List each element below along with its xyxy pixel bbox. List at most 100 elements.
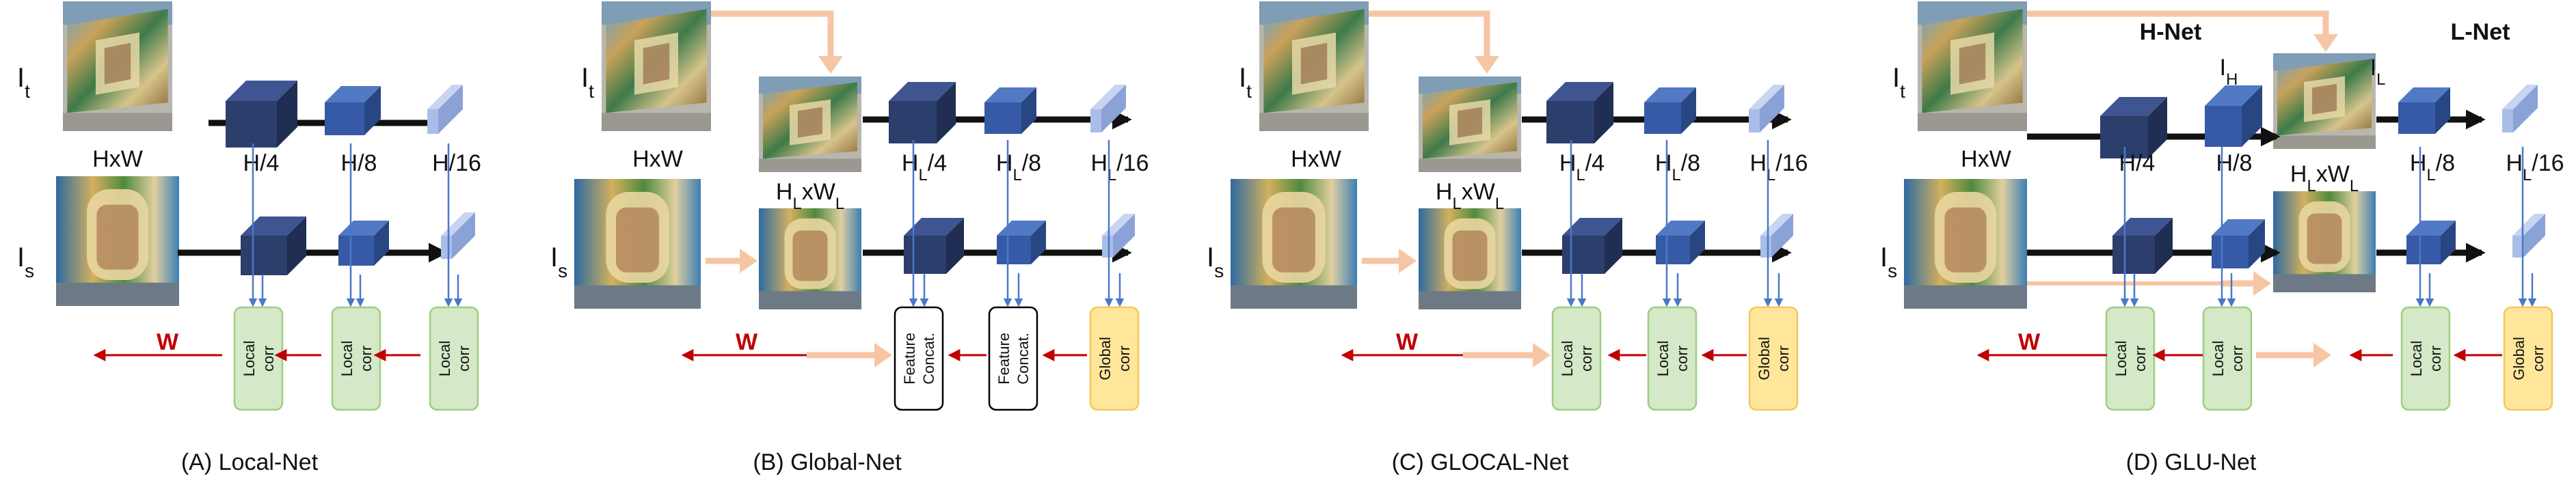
resize-source-arrow-head bbox=[1399, 249, 1417, 273]
source-image-resized-pixels bbox=[1419, 208, 1521, 309]
source-cube-3-side bbox=[1113, 214, 1135, 257]
target-image-pixels bbox=[1259, 1, 1369, 132]
target-cube-2-front bbox=[1644, 102, 1681, 134]
target-image-label-sub: t bbox=[25, 81, 30, 102]
scale-label-1-rest: /8 bbox=[1022, 150, 1041, 176]
source-cube-hl16 bbox=[2512, 214, 2545, 257]
target-image-resized bbox=[1419, 76, 1521, 172]
target-image-label-base: I bbox=[17, 63, 25, 93]
target-cube-3-top bbox=[1090, 85, 1126, 109]
upsample-arrow-1-head bbox=[1533, 343, 1551, 367]
source-cube-1 bbox=[904, 218, 964, 274]
corr-block-1-box bbox=[988, 306, 1038, 411]
ih-label-base: I bbox=[2220, 55, 2226, 81]
corr-block-0-line2: corr bbox=[2132, 346, 2149, 372]
target-image-resized bbox=[759, 76, 861, 172]
resize-target-path bbox=[1369, 10, 1490, 55]
source-cube-1-front bbox=[904, 236, 946, 274]
source-cube-h4-side bbox=[287, 216, 306, 275]
local-corr-2-line1: Local bbox=[436, 341, 453, 377]
source-cube-h16 bbox=[441, 212, 475, 259]
corr-block-2-line2: corr bbox=[2427, 346, 2444, 372]
corr-block-0-box bbox=[894, 306, 944, 411]
source-cube-hl16-front bbox=[2512, 236, 2523, 257]
scale-label-0-rest: /4 bbox=[1585, 150, 1605, 176]
target-cube-hl16-front bbox=[2502, 109, 2513, 132]
target-image bbox=[1918, 1, 2027, 132]
target-cube-h8-front bbox=[2205, 106, 2242, 147]
corr-block-1-line1: Feature bbox=[995, 333, 1012, 385]
local-corr-0-line1: Local bbox=[241, 341, 258, 377]
scale-label-2-rest: /8 bbox=[2436, 150, 2455, 176]
source-cube-h16-top bbox=[441, 212, 475, 236]
scale-label-0-sub: L bbox=[1576, 166, 1585, 184]
source-image-label: Is bbox=[550, 242, 567, 281]
source-cube-2 bbox=[997, 221, 1046, 264]
il-label: IL bbox=[2370, 55, 2386, 89]
flow-label: W bbox=[157, 329, 179, 355]
source-cube-1-top bbox=[904, 218, 964, 236]
source-cube-3-top bbox=[1102, 214, 1135, 236]
source-image-label: Is bbox=[1207, 242, 1224, 281]
source-cube-hl8-top bbox=[2406, 221, 2456, 236]
resized-size-label-h-sub: L bbox=[1452, 195, 1461, 213]
corr-block-0-line2: corr bbox=[1578, 346, 1595, 372]
corr-block-2-line2: corr bbox=[1116, 346, 1133, 372]
target-image-resized-pixels bbox=[2273, 53, 2376, 149]
scale-label-2-sub: L bbox=[2426, 166, 2435, 184]
target-image-resized bbox=[2273, 53, 2376, 149]
resized-size-label-w-sub: L bbox=[835, 195, 844, 213]
source-cube-h8-front bbox=[2212, 236, 2249, 268]
corr-block-2-line1: Global bbox=[1756, 337, 1773, 380]
target-cube-h4 bbox=[2100, 97, 2167, 158]
source-cube-3-front bbox=[1102, 236, 1113, 257]
scale-label-2-base: H bbox=[1749, 150, 1767, 176]
target-cube-2 bbox=[1644, 87, 1696, 134]
scale-label-1-base: H bbox=[2216, 150, 2233, 176]
target-cube-h4-front bbox=[226, 101, 277, 148]
corr-block-1-line1: Local bbox=[1654, 341, 1672, 377]
target-cube-1 bbox=[1546, 82, 1613, 143]
resize-target-arrow-head bbox=[2313, 34, 2338, 52]
scale-label-2-base: H bbox=[2410, 150, 2427, 176]
corr-block-2-box bbox=[2400, 306, 2451, 411]
scale-label-1-sub: L bbox=[1672, 166, 1680, 184]
panel-caption: (D) GLU-Net bbox=[2126, 449, 2257, 475]
source-cube-hl8 bbox=[2406, 221, 2456, 264]
target-image bbox=[602, 1, 711, 132]
source-image-resized bbox=[2273, 191, 2376, 292]
corr-block-1-box bbox=[1647, 306, 1698, 411]
source-cube-1-top bbox=[1562, 218, 1622, 236]
scale-label-0-base: H bbox=[2119, 150, 2136, 176]
corr-block-1-box bbox=[2202, 306, 2253, 411]
scale-label-0: HL/4 bbox=[1559, 150, 1605, 184]
target-image-label: It bbox=[1239, 63, 1252, 102]
target-cube-1-side bbox=[1594, 82, 1613, 143]
resized-size-label-h: H bbox=[2290, 161, 2307, 187]
target-image-resized-pixels bbox=[1419, 76, 1521, 172]
resized-size-label-w-sub: L bbox=[2350, 177, 2359, 195]
source-cube-h16-front bbox=[441, 236, 452, 259]
source-image-label-sub: s bbox=[25, 260, 34, 281]
scale-label-0: H/4 bbox=[243, 150, 280, 176]
scale-label-0-rest: /4 bbox=[928, 150, 947, 176]
target-cube-h16-top bbox=[427, 85, 463, 109]
source-cube-1 bbox=[1562, 218, 1622, 274]
source-cube-2-top bbox=[1656, 221, 1705, 236]
target-cube-h4-top bbox=[226, 81, 297, 101]
